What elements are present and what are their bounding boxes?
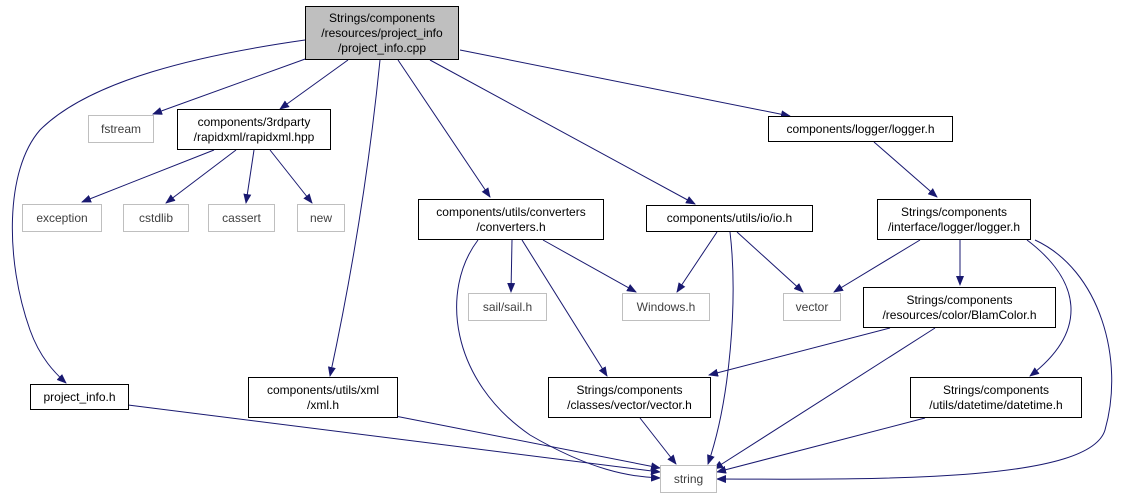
edge-io-vector [736,231,804,293]
edge-rapidxml-cstdlib [165,149,237,204]
node-interface-logger[interactable]: Strings/components /interface/logger/log… [877,199,1031,240]
edge-project-info-h-string [127,404,661,475]
edge-root-logger [459,49,791,119]
edge-converters-vector-h [521,239,608,377]
node-converters[interactable]: components/utils/converters /converters.… [418,199,604,240]
edge-rapidxml-exception [81,149,215,203]
node-exception: exception [22,204,102,232]
edge-root-xml [327,59,381,377]
node-cassert: cassert [208,204,275,232]
node-xml[interactable]: components/utils/xml /xml.h [248,377,398,418]
node-project-info-cpp[interactable]: Strings/components /resources/project_in… [305,6,459,60]
edge-io-windows [676,231,718,293]
edge-iface-datetime [1026,239,1072,377]
edge-root-converters [397,59,491,198]
edge-io-string [707,231,734,465]
node-vector: vector [783,293,841,321]
edges [11,39,1113,484]
edge-iface-string [716,239,1113,484]
edge-root-rapidxml [279,59,349,110]
edge-converters-string [456,239,661,482]
node-string: string [660,465,717,493]
node-logger[interactable]: components/logger/logger.h [768,116,953,142]
node-cstdlib: cstdlib [123,204,189,232]
edge-logger-iface-logger [873,141,938,198]
node-blamcolor[interactable]: Strings/components /resources/color/Blam… [863,287,1056,328]
edge-blamcolor-vector-h [708,327,891,377]
edge-root-io [429,59,696,205]
edge-converters-sail [507,239,516,293]
node-new: new [297,204,345,232]
edge-root-fstream [152,57,309,115]
node-datetime[interactable]: Strings/components /utils/datetime/datet… [910,377,1082,418]
edge-converters-windows [542,239,637,293]
edge-iface-vector [833,239,921,293]
node-fstream: fstream [88,115,154,143]
edge-rapidxml-new [269,149,313,204]
edge-blamcolor-string [713,327,936,470]
node-io[interactable]: components/utils/io/io.h [646,205,813,232]
edge-xml-string [394,415,661,471]
node-rapidxml[interactable]: components/3rdparty /rapidxml/rapidxml.h… [177,109,331,150]
node-vector-h[interactable]: Strings/components /classes/vector/vecto… [548,377,711,418]
node-windows: Windows.h [622,293,710,321]
edge-root-project-info-h [11,39,306,384]
edge-rapidxml-cassert [243,149,255,204]
node-sail: sail/sail.h [468,293,547,321]
edge-datetime-string [716,417,926,474]
node-project-info-h[interactable]: project_info.h [30,384,129,410]
edge-vector-h-string [639,417,677,465]
